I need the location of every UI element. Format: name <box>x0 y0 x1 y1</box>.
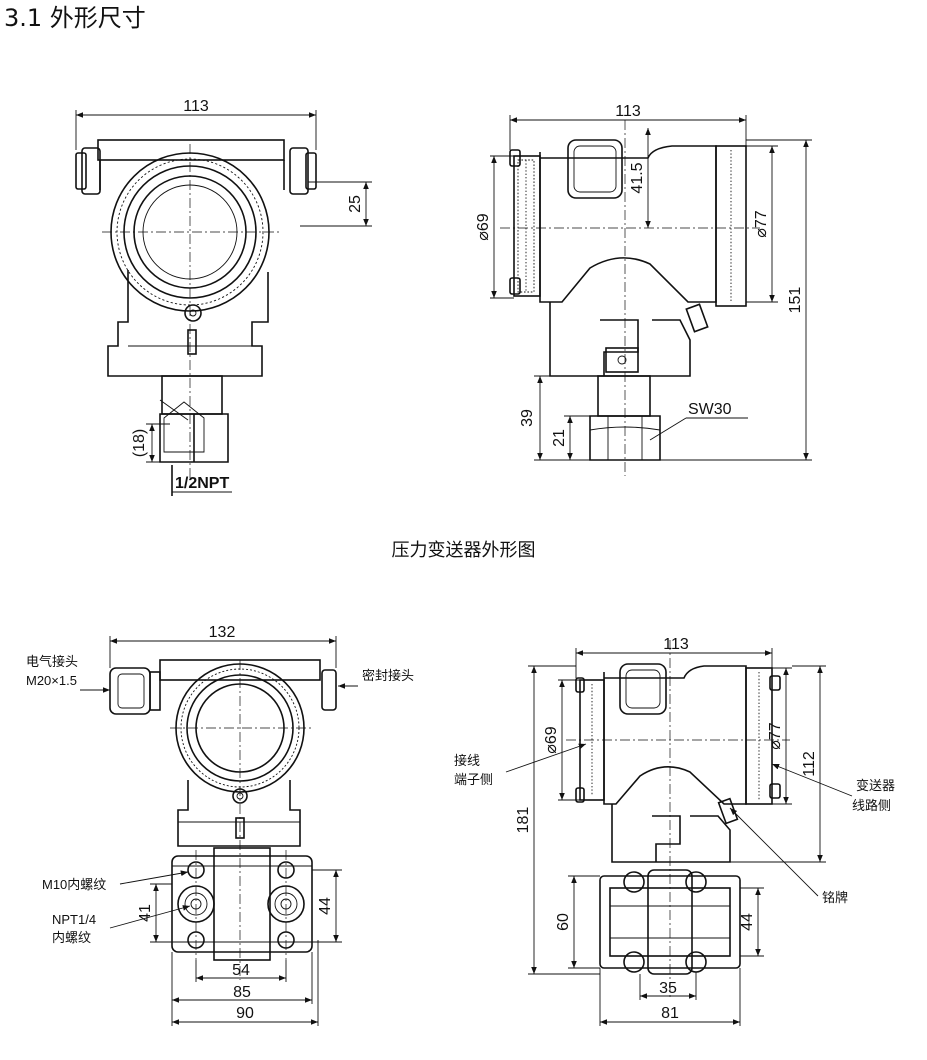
dim-60: 60 <box>555 913 572 931</box>
dim-dia69-top: ⌀69 <box>475 213 492 241</box>
dim-85: 85 <box>233 984 251 1001</box>
label-m10: M10内螺纹 <box>42 877 106 892</box>
dim-41-5: 41.5 <box>629 162 646 193</box>
dim-44-side: 44 <box>739 913 756 931</box>
dim-90: 90 <box>236 1005 254 1022</box>
label-seal-joint: 密封接头 <box>362 668 414 683</box>
dim-41: 41 <box>137 904 154 922</box>
dim-39: 39 <box>519 409 536 427</box>
dim-dia69-bottom: ⌀69 <box>543 726 560 754</box>
front-view-top: 113 25 (18) 1/2NPT <box>75 98 372 496</box>
dim-112: 112 <box>801 751 818 777</box>
label-circuit: 变送器 <box>856 778 895 793</box>
dim-35: 35 <box>659 980 677 997</box>
dim-181: 181 <box>515 807 532 834</box>
dim-25: 25 <box>347 195 364 213</box>
dim-54: 54 <box>232 962 250 979</box>
dim-dia77-top: ⌀77 <box>753 210 770 238</box>
page-title: 3.1 外形尺寸 <box>4 4 146 32</box>
dim-113-front: 113 <box>183 98 209 115</box>
dim-151: 151 <box>787 287 804 314</box>
side-view-bottom: 113 ⌀69 ⌀77 112 181 60 44 35 <box>454 636 895 1026</box>
figure-caption: 压力变送器外形图 <box>391 540 536 561</box>
dim-132: 132 <box>209 624 236 641</box>
dim-81: 81 <box>661 1005 679 1022</box>
dim-21: 21 <box>551 429 568 447</box>
label-electric-thread: M20×1.5 <box>26 673 77 688</box>
label-terminal: 接线 <box>454 753 480 768</box>
dim-113-side: 113 <box>615 103 641 120</box>
dim-dia77-bottom: ⌀77 <box>767 722 784 750</box>
wrench-sw30: SW30 <box>688 401 732 418</box>
label-npt14-inner: 内螺纹 <box>52 930 91 945</box>
label-nameplate: 铭牌 <box>822 890 848 905</box>
dim-18: (18) <box>131 429 148 457</box>
thread-1-2npt: 1/2NPT <box>175 475 229 492</box>
side-view-top: 113 ⌀69 41.5 ⌀77 151 39 21 SW30 <box>475 103 812 476</box>
label-electric-joint: 电气接头 <box>26 654 78 669</box>
label-circuit-side: 线路侧 <box>852 798 891 813</box>
front-view-bottom: 132 电气接头 M20×1.5 密封接头 M10内螺纹 NPT1/4 内螺纹 … <box>26 624 414 1026</box>
dim-44-front: 44 <box>317 897 334 915</box>
label-npt14: NPT1/4 <box>52 912 96 927</box>
dim-113-bottom: 113 <box>663 636 689 653</box>
label-terminal-side: 端子侧 <box>454 772 493 787</box>
